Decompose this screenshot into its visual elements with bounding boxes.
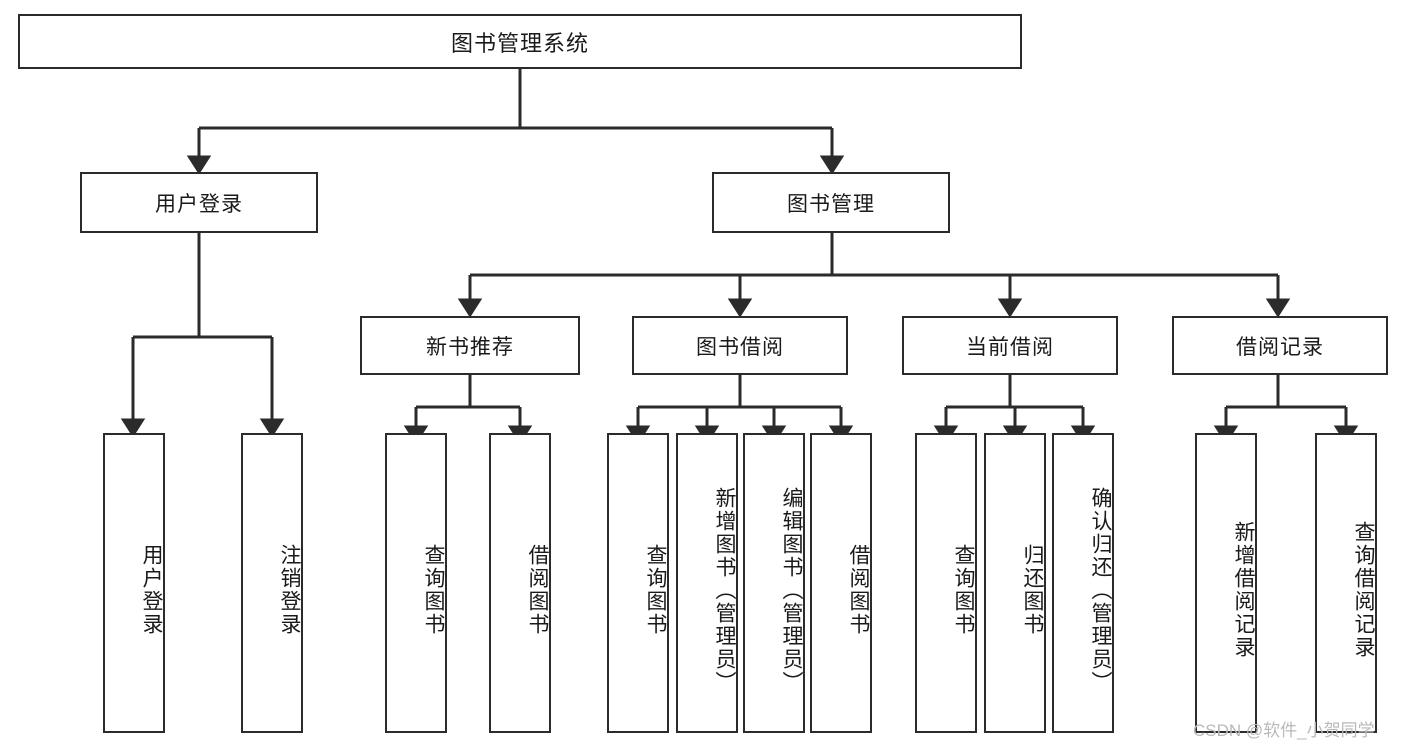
node-label: 当前借阅 xyxy=(966,335,1054,359)
leaf-borrow-book[interactable]: 借阅图书 xyxy=(810,433,872,733)
node-book-borrow[interactable]: 图书借阅 xyxy=(632,316,848,375)
leaf-query-book-current[interactable]: 查询图书 xyxy=(915,433,977,733)
leaf-query-borrow-record[interactable]: 查询借阅记录 xyxy=(1315,433,1377,733)
leaf-user-login[interactable]: 用户登录 xyxy=(103,433,165,733)
node-label: 借阅图书 xyxy=(847,544,870,636)
node-label: 借阅图书 xyxy=(526,544,549,636)
node-current-borrow[interactable]: 当前借阅 xyxy=(902,316,1118,375)
leaf-add-borrow-record[interactable]: 新增借阅记录 xyxy=(1195,433,1257,733)
leaf-borrow-book-recommend[interactable]: 借阅图书 xyxy=(489,433,551,733)
node-label: 用户登录 xyxy=(155,192,243,216)
node-label: 查询图书 xyxy=(422,544,445,636)
leaf-logout[interactable]: 注销登录 xyxy=(241,433,303,733)
node-label: 编辑图书（管理员） xyxy=(780,486,803,694)
node-user-login[interactable]: 用户登录 xyxy=(80,172,318,233)
node-root-system[interactable]: 图书管理系统 xyxy=(18,14,1022,69)
node-borrow-record[interactable]: 借阅记录 xyxy=(1172,316,1388,375)
node-label: 确认归还（管理员） xyxy=(1089,486,1112,694)
leaf-query-book-recommend[interactable]: 查询图书 xyxy=(385,433,447,733)
node-label: 注销登录 xyxy=(278,544,301,636)
node-label: 新增图书（管理员） xyxy=(713,486,736,694)
node-label: 新增借阅记录 xyxy=(1232,521,1255,659)
node-label: 图书借阅 xyxy=(696,335,784,359)
node-label: 借阅记录 xyxy=(1236,335,1324,359)
node-label: 新书推荐 xyxy=(426,335,514,359)
leaf-confirm-return-admin[interactable]: 确认归还（管理员） xyxy=(1052,433,1114,733)
node-label: 用户登录 xyxy=(140,544,163,636)
leaf-add-book-admin[interactable]: 新增图书（管理员） xyxy=(676,433,738,733)
watermark: CSDN @软件_小贺同学 xyxy=(1193,721,1375,740)
node-label: 查询图书 xyxy=(644,544,667,636)
node-book-management[interactable]: 图书管理 xyxy=(712,172,950,233)
leaf-query-book-borrow[interactable]: 查询图书 xyxy=(607,433,669,733)
leaf-return-book[interactable]: 归还图书 xyxy=(984,433,1046,733)
node-new-book-recommend[interactable]: 新书推荐 xyxy=(360,316,580,375)
node-label: 归还图书 xyxy=(1021,544,1044,636)
leaf-edit-book-admin[interactable]: 编辑图书（管理员） xyxy=(743,433,805,733)
node-label: 图书管理 xyxy=(787,192,875,216)
node-label: 查询图书 xyxy=(952,544,975,636)
node-label: 图书管理系统 xyxy=(450,30,589,56)
node-label: 查询借阅记录 xyxy=(1352,521,1375,659)
